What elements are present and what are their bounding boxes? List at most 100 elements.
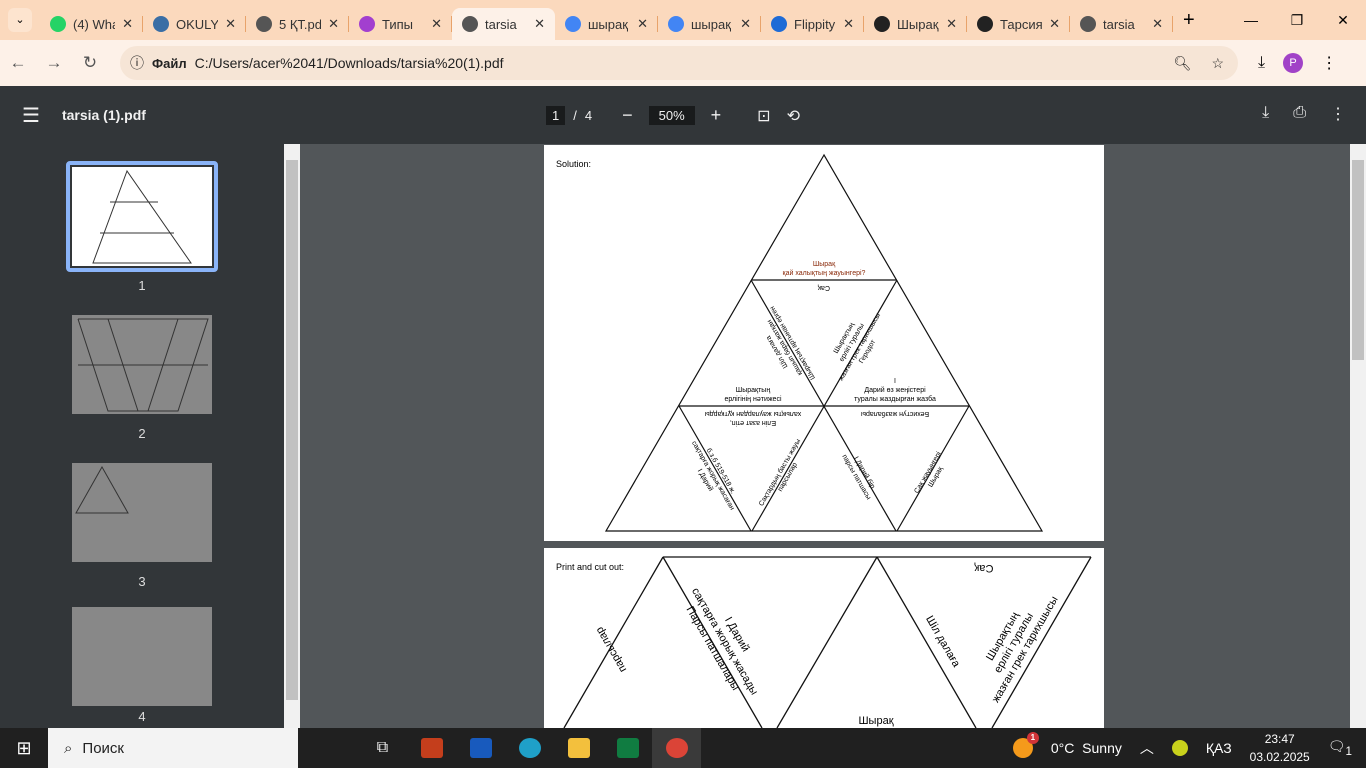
notification-icon[interactable]: 🗨︎1	[1327, 738, 1352, 758]
zoom-out-button[interactable]: −	[622, 105, 633, 125]
main-scrollbar[interactable]	[1350, 144, 1366, 728]
books-icon	[153, 16, 169, 32]
thumbnail-page-3[interactable]	[72, 463, 212, 562]
sidebar-scrollbar[interactable]	[284, 144, 300, 728]
task-view-icon[interactable]: ⧉	[376, 739, 389, 756]
close-tab-icon[interactable]: ✕	[637, 16, 648, 31]
close-tab-icon[interactable]: ✕	[1049, 16, 1060, 31]
flippity-icon	[771, 16, 787, 32]
close-tab-icon[interactable]: ✕	[843, 16, 854, 31]
tab-6[interactable]: шырақ✕	[658, 8, 761, 40]
tab-0[interactable]: (4) WhatsApp ✕	[40, 8, 143, 40]
zoom-input[interactable]: 50%	[648, 106, 695, 125]
card-text: I	[894, 378, 896, 385]
tab-2[interactable]: 5 ҚТ.pdf✕	[246, 8, 349, 40]
forward-button[interactable]: →	[45, 53, 63, 72]
close-tab-icon[interactable]: ✕	[946, 16, 957, 31]
minimize-button[interactable]: —	[1244, 11, 1258, 28]
address-bar[interactable]: ⓘ Файл C:/Users/acer%2041/Downloads/tars…	[120, 46, 1238, 80]
print-icon[interactable]: ⎙	[1293, 104, 1306, 121]
tab-1[interactable]: OKULYK✕	[143, 8, 246, 40]
google-icon	[668, 16, 684, 32]
google-icon	[565, 16, 581, 32]
tab-5[interactable]: шырақ✕	[555, 8, 658, 40]
new-tab-button[interactable]: +	[1183, 8, 1195, 31]
close-tab-icon[interactable]: ✕	[225, 16, 236, 31]
thumbnail-page-1[interactable]	[72, 167, 212, 266]
pdf-page-1: Solution: Шырақ қай халықтың жауынгері? …	[544, 145, 1104, 541]
search-label: Поиск	[82, 739, 124, 757]
globe-icon	[1080, 16, 1096, 32]
excel-icon[interactable]	[603, 728, 652, 768]
menu-icon[interactable]: ⋮	[1321, 55, 1338, 72]
info-icon[interactable]: ⓘ	[130, 55, 144, 71]
zoom-icon[interactable]: 🔍︎	[1173, 54, 1192, 71]
close-tab-icon[interactable]: ✕	[1152, 16, 1163, 31]
page-separator: /	[573, 108, 577, 123]
tab-8[interactable]: Шырақ✕	[864, 8, 967, 40]
download-icon[interactable]: ⤓	[1262, 104, 1270, 121]
pdf-title: tarsia (1).pdf	[61, 107, 146, 123]
tray-app-icon[interactable]	[1171, 740, 1188, 756]
tab-9[interactable]: Тарсия✕	[967, 8, 1070, 40]
tab-10[interactable]: tarsia ✕	[1070, 8, 1173, 40]
close-tab-icon[interactable]: ✕	[328, 16, 339, 31]
bookmark-star-icon[interactable]: ☆	[1211, 54, 1224, 71]
selected-thumbnail-frame	[66, 161, 218, 272]
card-text: Шырақтың	[736, 387, 771, 394]
tab-label: tarsia	[1103, 16, 1135, 32]
thumbnail-sidebar: 1 2 3 4	[0, 144, 284, 728]
globe-icon	[462, 16, 478, 32]
card-text: Сақ	[974, 562, 993, 574]
more-icon[interactable]: ⋮	[1330, 106, 1346, 123]
language-indicator[interactable]: ҚАЗ	[1205, 740, 1232, 756]
card-text: ерлігінің нәтижесі	[724, 395, 781, 403]
date: 03.02.2025	[1249, 750, 1310, 764]
hamburger-menu-icon[interactable]: ☰	[22, 104, 40, 127]
thumbnail-label: 3	[138, 574, 146, 589]
file-explorer-icon[interactable]	[554, 728, 603, 768]
downloads-icon[interactable]: ⤓	[1258, 54, 1266, 71]
close-tab-icon[interactable]: ✕	[740, 16, 751, 31]
page-number-input[interactable]: 1	[546, 106, 566, 125]
weather-icon[interactable]: 1	[1012, 732, 1039, 758]
edge-icon[interactable]	[505, 728, 554, 768]
word-icon[interactable]	[456, 728, 505, 768]
profile-avatar[interactable]: P	[1283, 53, 1304, 73]
close-tab-icon[interactable]: ✕	[534, 16, 545, 31]
powerpoint-icon[interactable]	[407, 728, 456, 768]
tab-4[interactable]: tarsia ✕	[452, 8, 555, 40]
windows-start-icon[interactable]: ⊞	[16, 737, 32, 758]
tab-7[interactable]: Flippity✕	[761, 8, 864, 40]
url-text[interactable]: C:/Users/acer%2041/Downloads/tarsia%20(1…	[194, 55, 504, 71]
qr-icon	[359, 16, 375, 32]
fit-page-icon[interactable]: ⊡	[757, 107, 771, 125]
back-button[interactable]: ←	[9, 53, 27, 72]
close-tab-icon[interactable]: ✕	[122, 16, 133, 31]
card-text: Бехистун жазбалары	[861, 410, 929, 418]
tab-label: (4) WhatsApp	[73, 16, 115, 32]
reload-button[interactable]: ↻	[82, 53, 98, 72]
browser-toolbar: ← → ↻ ⓘ Файл C:/Users/acer%2041/Download…	[0, 40, 1366, 86]
close-window-button[interactable]: ✕	[1337, 11, 1349, 28]
chrome-icon[interactable]	[652, 728, 701, 768]
card-text: Шіл далаға	[923, 614, 962, 670]
card-text: Сақтардың басты жауы	[757, 437, 802, 507]
hexagon-icon	[977, 16, 993, 32]
tab-label: tarsia	[485, 16, 517, 32]
maximize-button[interactable]: ❐	[1290, 11, 1304, 28]
thumbnail-page-2[interactable]	[72, 315, 212, 414]
whatsapp-icon	[50, 16, 66, 32]
tab-search-button[interactable]: ⌄	[8, 8, 32, 32]
tab-3[interactable]: Типы✕	[349, 8, 452, 40]
taskbar-search[interactable]: ⌕Поиск	[48, 728, 298, 768]
zoom-in-button[interactable]: +	[710, 105, 722, 125]
thumbnail-page-4[interactable]	[72, 607, 212, 706]
close-tab-icon[interactable]: ✕	[431, 16, 442, 31]
page-heading: Solution:	[556, 159, 591, 169]
rotate-icon[interactable]: ⟲	[786, 107, 800, 125]
weather-text[interactable]: 0°C Sunny	[1050, 740, 1122, 756]
tray-chevron-icon[interactable]: ︿	[1139, 740, 1154, 756]
